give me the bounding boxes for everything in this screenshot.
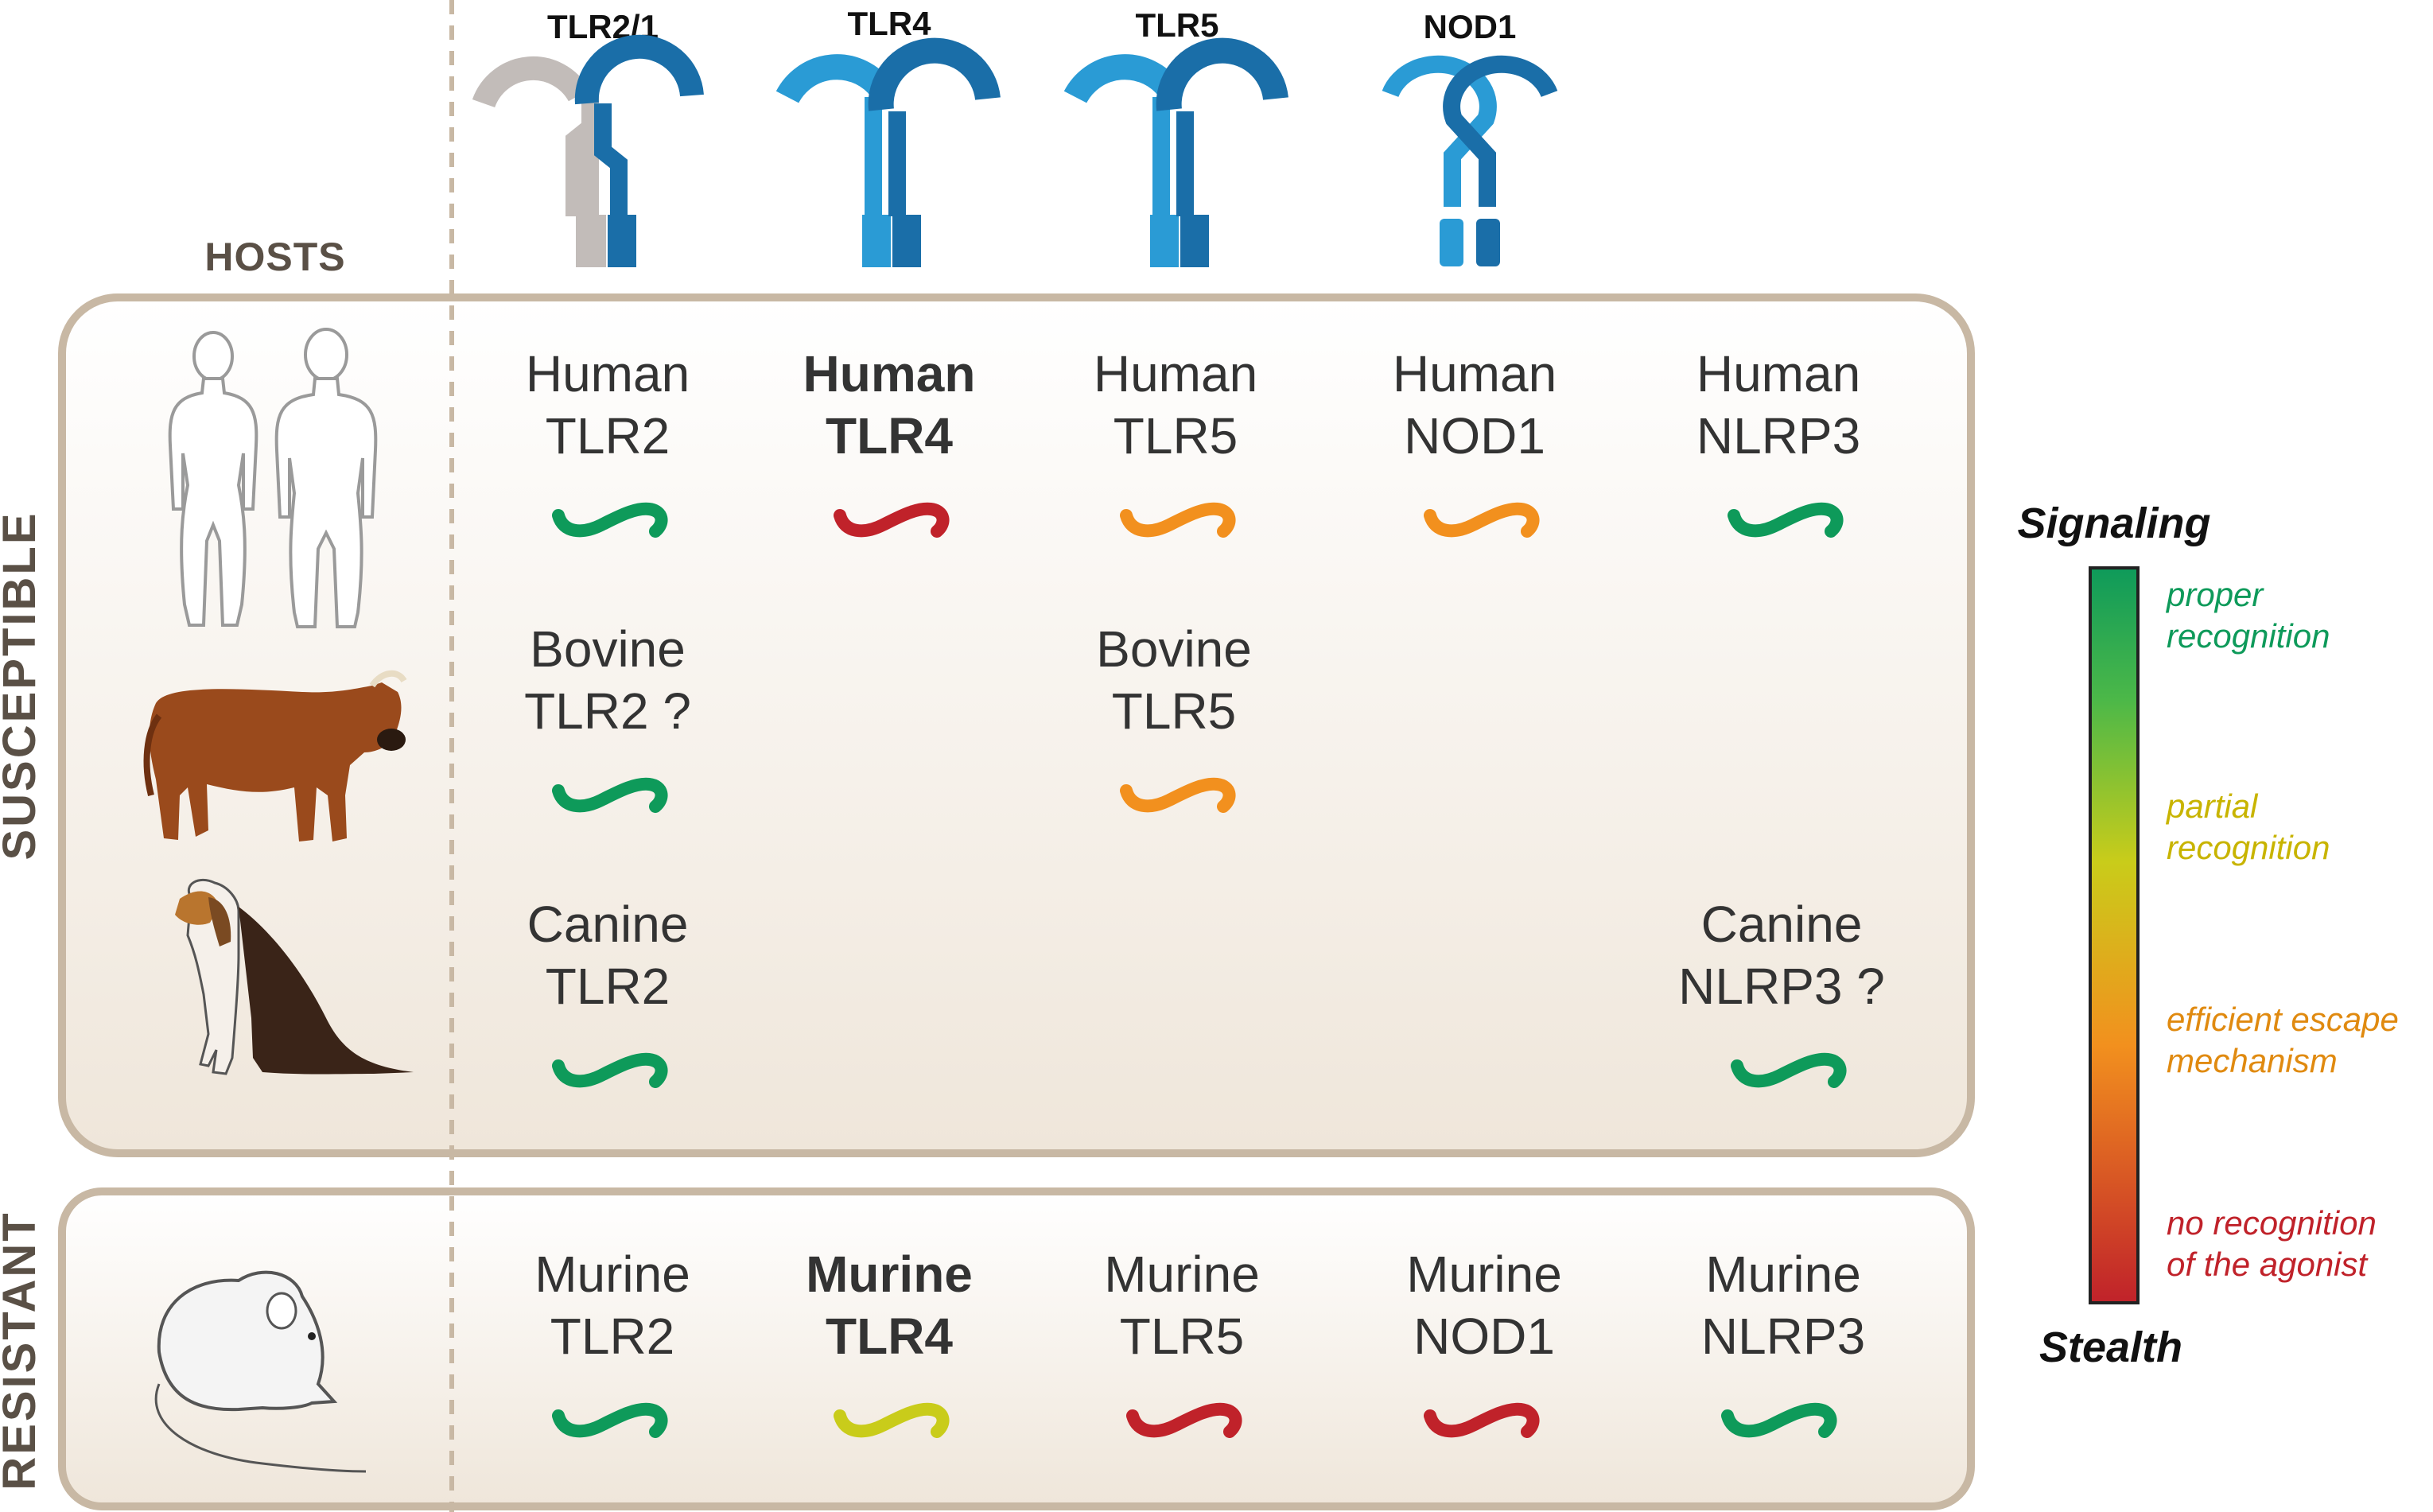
legend-item-partial-line1: partial [2165,787,2259,825]
cell-label-line2: TLR4 [826,407,953,464]
cell-murine-tlr4: Murine TLR4 [806,1246,973,1438]
receptor-icon-tlr21 [472,34,704,267]
agonist-squiggle-icon [1731,1052,1847,1088]
cell-label-line1: Canine [1701,896,1863,953]
agonist-squiggle-icon [1424,1402,1540,1438]
agonist-squiggle-icon [1424,502,1540,538]
cell-label-line1: Human [1696,345,1860,402]
cell-label-line1: Murine [534,1246,690,1303]
cell-label-line2: TLR2 [546,407,670,464]
agonist-squiggle-icon [834,502,950,538]
cell-label-line1: Murine [1406,1246,1562,1303]
cell-label-line1: Human [526,345,690,402]
legend-item-escape-line2: mechanism [2167,1042,2338,1079]
group-label-susceptible: SUSCEPTIBLE [0,511,45,860]
cell-label-line1: Bovine [1096,620,1252,678]
receptor-icon-tlr5 [1063,37,1288,267]
receptor-icon-nod1 [1382,55,1558,266]
agonist-squiggle-icon [1728,502,1844,538]
agonist-squiggle-icon [552,777,668,813]
receptor-label-tlr5: TLR5 [1136,6,1219,44]
agonist-squiggle-icon [1120,502,1236,538]
cell-label-line1: Murine [1705,1246,1861,1303]
cell-human-tlr2: Human TLR2 [526,345,690,538]
hosts-label: HOSTS [204,235,345,279]
cell-label-line2: NLRP3 [1696,407,1860,464]
cell-label-line2: TLR5 [1120,1308,1245,1365]
legend-item-escape-line1: efficient escape [2167,1001,2399,1038]
cell-human-tlr4: Human TLR4 [803,345,976,538]
cell-label-line2: NLRP3 ? [1678,958,1885,1015]
cell-label-line2: TLR5 [1114,407,1238,464]
agonist-squiggle-icon [1721,1402,1837,1438]
agonist-squiggle-icon [834,1402,950,1438]
mouse-image [154,1270,367,1473]
cell-human-nod1: Human NOD1 [1393,345,1557,538]
cell-label-line2: NOD1 [1404,407,1545,464]
cell-label-line2: TLR2 ? [524,682,691,740]
receptor-icon-tlr4 [775,37,1001,267]
cell-label-line1: Canine [527,896,689,953]
cell-bovine-tlr5: Bovine TLR5 [1096,620,1252,813]
cell-canine-nlrp3: Canine NLRP3 ? [1678,896,1885,1088]
cell-label-line2: TLR2 [550,1308,675,1365]
receptor-label-tlr4: TLR4 [848,5,932,42]
group-label-resistant: RESISTANT [0,1211,45,1490]
cell-label-line1: Murine [806,1246,973,1303]
cell-label-line1: Human [1393,345,1557,402]
cell-label-line2: NOD1 [1413,1308,1555,1365]
receptor-label-nod1: NOD1 [1424,8,1517,45]
cell-human-nlrp3: Human NLRP3 [1696,345,1860,538]
cell-label-line1: Bovine [530,620,686,678]
legend-color-scale [2089,566,2140,1304]
cell-murine-nlrp3: Murine NLRP3 [1701,1246,1865,1438]
cell-label-line2: TLR2 [546,958,670,1015]
human-figures-image [168,328,378,628]
agonist-squiggle-icon [552,502,668,538]
legend: Signaling Stealth proper recognition par… [2018,499,2399,1371]
agonist-squiggle-icon [1126,1402,1242,1438]
legend-item-proper-line1: proper [2165,576,2264,613]
cell-label-line1: Human [1094,345,1257,402]
cell-murine-tlr5: Murine TLR5 [1104,1246,1260,1438]
cell-label-line1: Human [803,345,976,402]
cell-label-line2: TLR4 [826,1308,953,1365]
cell-murine-tlr2: Murine TLR2 [534,1246,690,1438]
legend-title-stealth: Stealth [2039,1323,2182,1371]
cow-image [143,670,407,842]
legend-item-proper-line2: recognition [2167,617,2330,655]
dog-image [175,878,414,1075]
cell-label-line2: NLRP3 [1701,1308,1865,1365]
agonist-squiggle-icon [1120,777,1236,813]
cell-human-tlr5: Human TLR5 [1094,345,1257,538]
cell-label-line2: TLR5 [1112,682,1237,740]
legend-item-none-line1: no recognition [2167,1204,2377,1242]
cell-label-line1: Murine [1104,1246,1260,1303]
legend-item-partial-line2: recognition [2167,829,2330,866]
resistant-panel [58,1187,1975,1510]
cell-bovine-tlr2: Bovine TLR2 ? [524,620,691,813]
cell-murine-nod1: Murine NOD1 [1406,1246,1562,1438]
agonist-squiggle-icon [552,1052,668,1088]
legend-title-signaling: Signaling [2018,499,2211,547]
cell-canine-tlr2: Canine TLR2 [527,896,689,1088]
agonist-squiggle-icon [552,1402,668,1438]
legend-item-none-line2: of the agonist [2167,1246,2369,1283]
